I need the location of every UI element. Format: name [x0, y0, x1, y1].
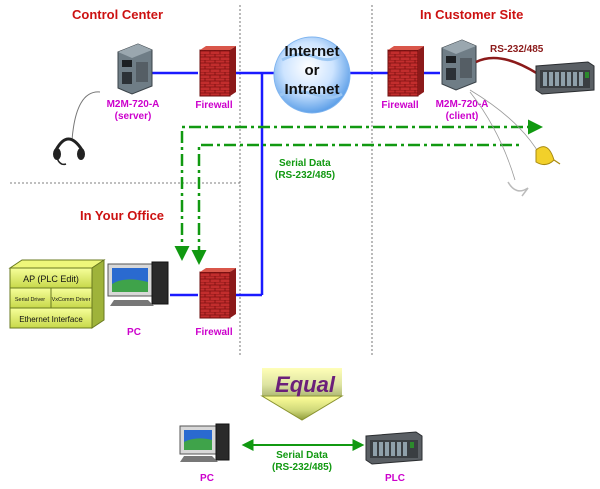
bottom-plc-label: PLC [385, 473, 405, 484]
plc-rack-icon [535, 61, 595, 95]
pc-icon [107, 261, 169, 306]
equal-arrow-icon [260, 368, 344, 421]
warning-light-icon [535, 146, 561, 166]
wireless-lines [469, 89, 541, 181]
bottom-plc-icon [365, 431, 423, 465]
firewall-2-icon [387, 46, 424, 97]
server-role-label: (server) [115, 111, 152, 122]
bottom-pc-icon [179, 423, 230, 462]
stack-ethernet-label: Ethernet Interface [19, 315, 83, 324]
firewall-2-label: Firewall [381, 100, 418, 111]
stack-app-label: AP (PLC Edit) [23, 274, 79, 284]
rs-cable [475, 56, 539, 76]
region-label-customer-site: In Customer Site [420, 7, 523, 22]
firewall-1-icon [199, 46, 236, 97]
firewall-1-label: Firewall [195, 100, 232, 111]
stack-serial-driver-label: Serial Driver [15, 297, 45, 303]
rs-label: RS-232/485 [490, 44, 544, 55]
cloud-label-3: Intranet [284, 81, 339, 98]
cloud-label-2: or [305, 62, 320, 79]
client-device-icon [441, 39, 477, 91]
globe-icon [273, 36, 351, 114]
cloud-label-1: Internet [284, 43, 339, 60]
headset-icon [53, 91, 101, 166]
server-model-label: M2M-720-A [107, 99, 160, 110]
firewall-3-icon [199, 268, 236, 319]
software-stack [8, 259, 106, 329]
serial-data-label: Serial Data [279, 158, 331, 169]
bottom-serial-sub-label: (RS-232/485) [272, 462, 332, 473]
bottom-pc-label: PC [200, 473, 214, 484]
firewall-3-label: Firewall [195, 327, 232, 338]
server-device-icon [117, 43, 153, 95]
serial-data-paths [174, 119, 543, 261]
dish-icon [507, 181, 529, 197]
client-model-label: M2M-720-A [436, 99, 489, 110]
region-label-control-center: Control Center [72, 7, 163, 22]
serial-data-sub-label: (RS-232/485) [275, 170, 335, 181]
bottom-serial-label: Serial Data [276, 450, 328, 461]
client-role-label: (client) [446, 111, 479, 122]
pc-office-label: PC [127, 327, 141, 338]
equal-label: Equal [275, 372, 336, 397]
stack-vxcomm-driver-label: VxComm Driver [52, 297, 91, 303]
region-label-office: In Your Office [80, 208, 164, 223]
